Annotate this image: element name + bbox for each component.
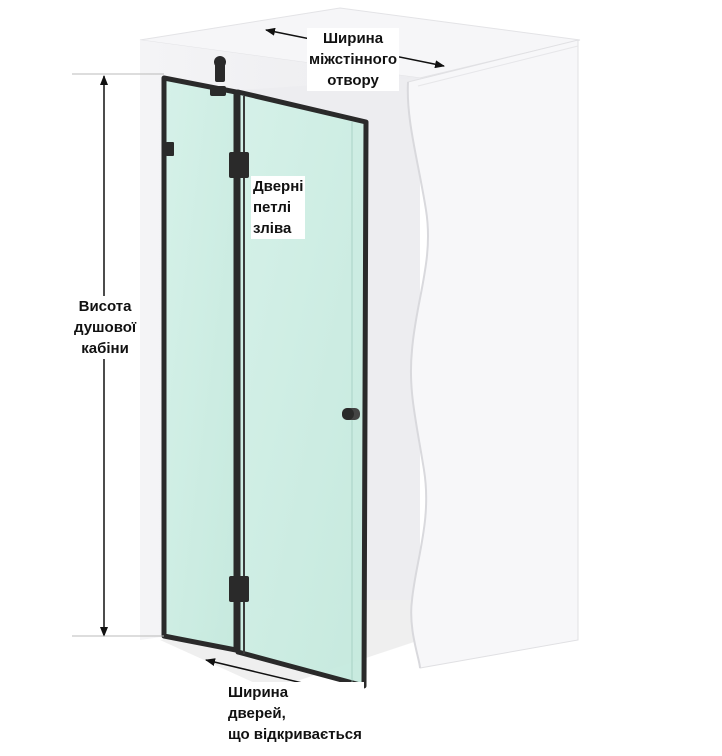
- wall-mount-icon: [210, 56, 226, 96]
- opening-width-label: Ширина міжстінного отвору: [307, 28, 400, 91]
- fixed-glass-panel: [161, 75, 239, 653]
- door-glass: [235, 89, 369, 689]
- hinge-bottom-icon: [229, 576, 249, 602]
- door-handle-icon: [342, 408, 360, 420]
- hinge-top-icon: [166, 142, 249, 178]
- hinges-left-label: Дверні петлі зліва: [251, 176, 306, 239]
- cabin-height-label: Висота душової кабіни: [72, 296, 139, 359]
- door-width-label: Ширина дверей, що відкривається: [226, 682, 364, 745]
